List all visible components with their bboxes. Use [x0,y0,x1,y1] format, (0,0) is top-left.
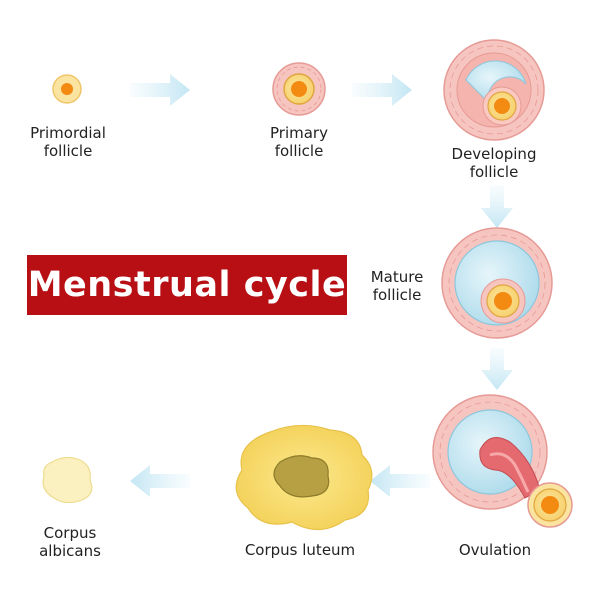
arrow-primordial-to-primary [130,74,190,106]
ovulation-icon [432,394,573,528]
label-corpus-albicans: Corpus albicans [39,524,101,560]
mature-follicle-icon [441,227,553,339]
label-mature-follicle: Mature follicle [370,268,424,304]
label-primary-follicle: Primary follicle [270,124,328,160]
label-corpus-luteum: Corpus luteum [244,541,356,559]
diagram-title: Menstrual cycle [27,265,347,305]
developing-follicle-icon [443,39,545,141]
arrow-ovulation-to-luteum [370,465,430,497]
corpus-albicans-icon [42,456,93,504]
arrow-mature-to-ovulation [481,348,513,390]
label-ovulation: Ovulation [458,541,532,559]
corpus-luteum-icon [235,424,373,531]
title-banner: Menstrual cycle [27,255,347,315]
arrow-luteum-to-albicans [130,465,190,497]
primordial-follicle-icon [52,74,82,104]
primary-follicle-icon [272,62,326,116]
label-primordial-follicle: Primordial follicle [30,124,106,160]
arrow-primary-to-developing [352,74,412,106]
label-developing-follicle: Developing follicle [451,145,537,181]
arrow-developing-to-mature [481,185,513,228]
